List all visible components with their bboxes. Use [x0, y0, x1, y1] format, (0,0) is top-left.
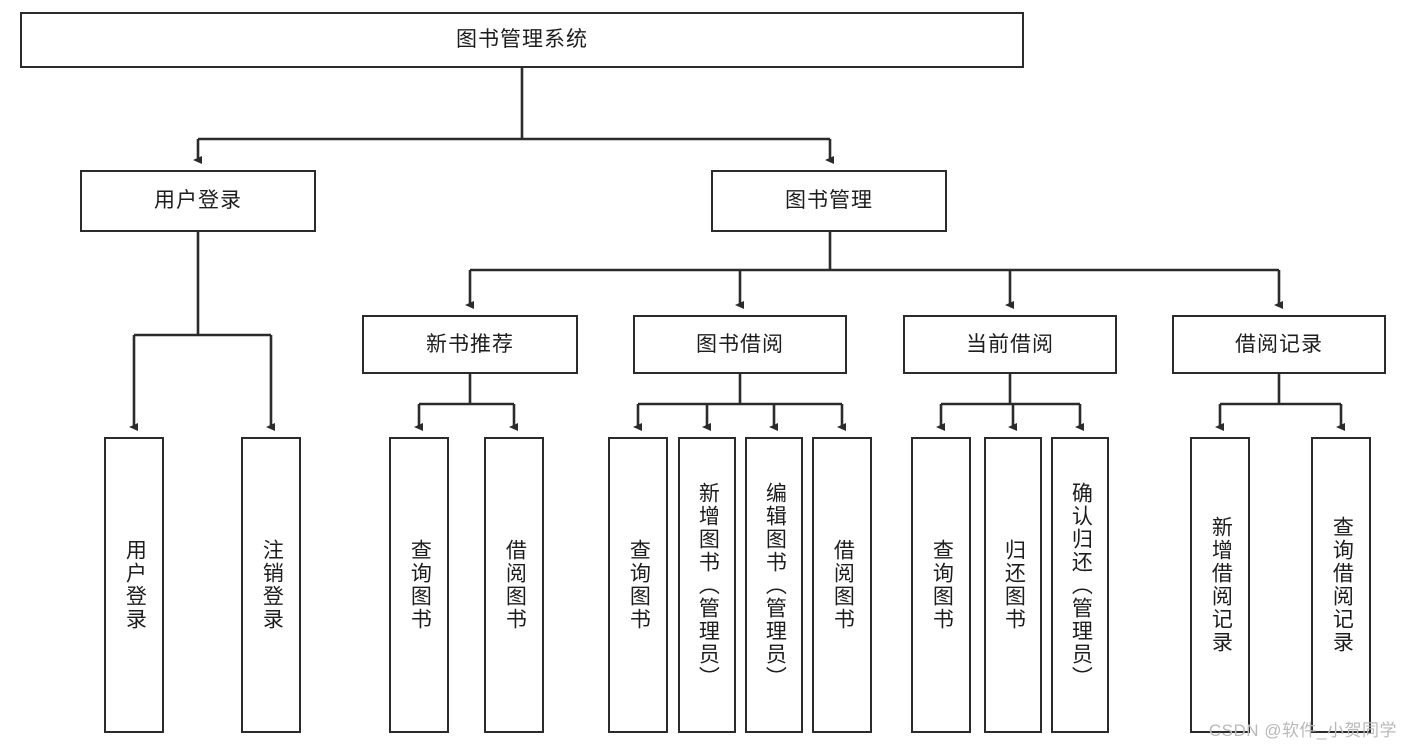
leaf-add-borrowing-record-label: 新增借阅记录: [1209, 516, 1233, 654]
leaf-confirm-return-admin[interactable]: 确认归还（管理员）: [1051, 437, 1109, 733]
leaf-add-book-admin-label: 新增图书（管理员）: [696, 481, 720, 689]
leaf-borrow-books-recommendation-label: 借阅图书: [503, 539, 527, 631]
leaf-edit-book-admin-label: 编辑图书（管理员）: [763, 481, 787, 689]
node-root-label: 图书管理系统: [456, 28, 588, 52]
node-user-login[interactable]: 用户登录: [80, 170, 316, 232]
leaf-add-book-admin[interactable]: 新增图书（管理员）: [678, 437, 736, 733]
leaf-confirm-return-admin-label: 确认归还（管理员）: [1069, 481, 1093, 689]
leaf-user-login[interactable]: 用户登录: [104, 437, 164, 733]
node-borrowing-records-label: 借阅记录: [1235, 332, 1323, 356]
leaf-query-books-recommendation-label: 查询图书: [408, 539, 432, 631]
leaf-return-books[interactable]: 归还图书: [984, 437, 1042, 733]
node-book-borrowing-label: 图书借阅: [696, 332, 784, 356]
leaf-return-books-label: 归还图书: [1002, 539, 1026, 631]
node-new-book-recommendation[interactable]: 新书推荐: [362, 315, 578, 374]
leaf-query-books-recommendation[interactable]: 查询图书: [389, 437, 449, 733]
node-borrowing-records[interactable]: 借阅记录: [1172, 315, 1386, 374]
leaf-logout[interactable]: 注销登录: [241, 437, 301, 733]
leaf-logout-label: 注销登录: [260, 539, 284, 631]
node-user-login-label: 用户登录: [154, 189, 242, 213]
leaf-borrow-books-recommendation[interactable]: 借阅图书: [484, 437, 544, 733]
leaf-query-borrowing-record-label: 查询借阅记录: [1330, 516, 1354, 654]
node-new-book-recommendation-label: 新书推荐: [426, 332, 514, 356]
leaf-query-borrowing-record[interactable]: 查询借阅记录: [1311, 437, 1371, 733]
node-current-borrowing[interactable]: 当前借阅: [903, 315, 1117, 374]
node-current-borrowing-label: 当前借阅: [966, 332, 1054, 356]
leaf-query-books-current[interactable]: 查询图书: [911, 437, 971, 733]
leaf-query-books-borrowing[interactable]: 查询图书: [608, 437, 668, 733]
leaf-edit-book-admin[interactable]: 编辑图书（管理员）: [745, 437, 803, 733]
node-book-borrowing[interactable]: 图书借阅: [633, 315, 847, 374]
leaf-borrow-books-borrowing-label: 借阅图书: [831, 539, 855, 631]
node-root[interactable]: 图书管理系统: [20, 12, 1024, 68]
leaf-query-books-borrowing-label: 查询图书: [627, 539, 651, 631]
node-book-management[interactable]: 图书管理: [711, 170, 947, 232]
leaf-query-books-current-label: 查询图书: [930, 539, 954, 631]
leaf-borrow-books-borrowing[interactable]: 借阅图书: [812, 437, 872, 733]
node-book-management-label: 图书管理: [785, 189, 873, 213]
leaf-add-borrowing-record[interactable]: 新增借阅记录: [1190, 437, 1250, 733]
leaf-user-login-label: 用户登录: [123, 539, 147, 631]
